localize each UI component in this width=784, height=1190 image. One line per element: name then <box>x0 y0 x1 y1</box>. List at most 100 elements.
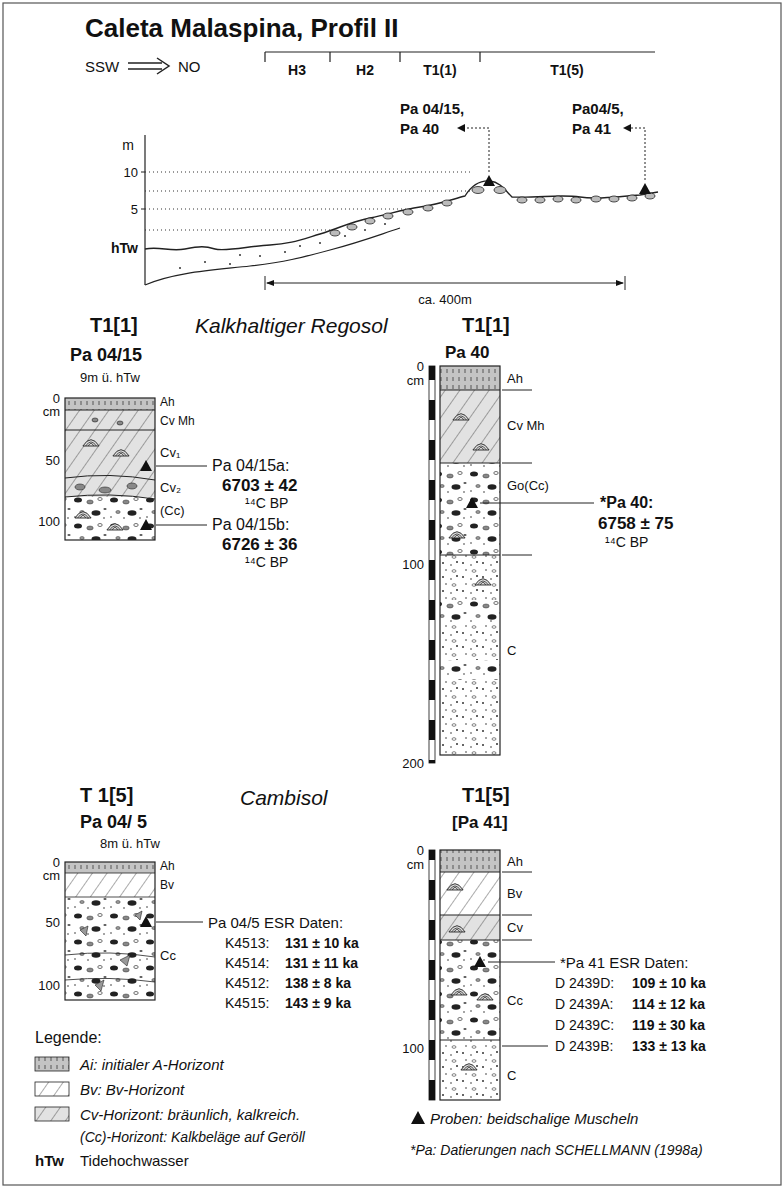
age-value: 119 ± 30 ka <box>632 1018 705 1032</box>
legend-text: Proben: beidschalige Muscheln <box>430 1111 638 1126</box>
axis-label: hTw <box>111 241 138 255</box>
age-unit: ¹⁴C BP <box>245 496 288 510</box>
legend-text: Cv-Horizont: bräunlich, kalkreich. <box>80 1107 300 1122</box>
depth-label: 0 <box>417 844 424 857</box>
age-value: 138 ± 8 ka <box>285 976 351 990</box>
depth-label: 100 <box>402 1042 424 1055</box>
direction-label: SSW <box>85 59 119 74</box>
age-unit: ¹⁴C BP <box>605 535 648 549</box>
esr-id: K4515: <box>225 996 269 1010</box>
horizon-label: Bv <box>507 887 522 900</box>
profile-heading: [Pa 41] <box>452 814 508 831</box>
sample-id: Pa 04/15b: <box>212 517 289 533</box>
horizon-label: Go(Cc) <box>507 479 549 492</box>
legend-symbol: hTw <box>35 1153 64 1168</box>
sample-label: Pa 04/15, <box>400 101 464 116</box>
source-note: *Pa: Datierungen nach SCHELLMANN (1998a) <box>410 1143 703 1157</box>
depth-label: cm <box>407 374 424 387</box>
section-heading: T 1[5] <box>80 785 133 805</box>
age-value: 143 ± 9 ka <box>285 996 351 1010</box>
age-value: 109 ± 10 ka <box>632 976 706 990</box>
depth-label: 0 <box>417 360 424 373</box>
sample-id: Pa 04/5 ESR Daten: <box>208 915 343 930</box>
esr-id: D 2439C: <box>555 1018 614 1032</box>
depth-label: 50 <box>46 916 60 929</box>
legend-text: (Cc)-Horizont: Kalkbeläge auf Geröll <box>80 1130 305 1144</box>
profile-heading: Pa 04/ 5 <box>80 813 147 831</box>
horizon-label: Ah <box>160 396 175 408</box>
dimension-label: ca. 400m <box>418 293 471 306</box>
depth-label: 50 <box>46 454 60 467</box>
horizon-label: Bv <box>160 879 174 891</box>
age-value: 6758 ± 75 <box>598 515 674 532</box>
legend-heading: Legende: <box>35 1030 102 1046</box>
horizon-label: Ah <box>160 860 175 872</box>
legend-text: Bv: Bv-Horizont <box>80 1082 184 1097</box>
horizon-label: C <box>507 644 516 657</box>
horizon-label: Ah <box>507 372 523 385</box>
legend-swatch <box>35 1082 69 1096</box>
sample-id: Pa 04/15a: <box>212 458 289 474</box>
terrace-label: H2 <box>356 63 374 77</box>
depth-label: 100 <box>38 979 60 992</box>
horizon-label: Cc <box>160 949 176 962</box>
depth-label: 0 <box>53 856 60 869</box>
legend-swatch <box>35 1107 69 1121</box>
horizon-label: (Cc) <box>160 504 185 517</box>
section-heading: T1[5] <box>462 785 510 805</box>
axis-label: m <box>122 138 134 152</box>
age-value: 114 ± 12 ka <box>632 997 705 1011</box>
horizon-label: C <box>507 1069 516 1082</box>
age-value: 131 ± 10 ka <box>285 936 359 950</box>
axis-label: 5 <box>131 203 138 216</box>
horizon-label: Cv <box>507 921 523 934</box>
sample-label: Pa 41 <box>572 121 611 136</box>
age-value: 131 ± 11 ka <box>285 956 358 970</box>
depth-label: cm <box>43 405 60 418</box>
horizon-label: Cv Mh <box>160 415 195 427</box>
sample-id: *Pa 40: <box>600 495 653 511</box>
depth-label: cm <box>43 869 60 882</box>
depth-label: 0 <box>53 392 60 405</box>
legend-swatch <box>35 1057 69 1071</box>
horizon-label: Cv₂ <box>160 481 181 494</box>
age-unit: ¹⁴C BP <box>245 555 288 569</box>
direction-label: NO <box>178 59 201 74</box>
sample-label: Pa04/5, <box>572 101 624 116</box>
depth-label: 100 <box>38 515 60 528</box>
terrace-label: H3 <box>288 63 306 77</box>
esr-id: D 2439B: <box>555 1039 613 1053</box>
age-value: 133 ± 13 ka <box>632 1039 706 1053</box>
soil-type: Kalkhaltiger Regosol <box>195 315 388 336</box>
diagram-title: Caleta Malaspina, Profil II <box>85 15 399 41</box>
esr-id: K4512: <box>225 976 269 990</box>
horizon-label: Cv₁ <box>160 446 180 459</box>
legend-text: Ai: initialer A-Horizont <box>80 1057 224 1072</box>
esr-id: D 2439D: <box>555 976 614 990</box>
depth-label: 200 <box>402 757 424 770</box>
sample-id: *Pa 41 ESR Daten: <box>560 955 688 970</box>
terrace-label: T1(5) <box>550 63 583 77</box>
esr-id: K4513: <box>225 936 269 950</box>
depth-label: 100 <box>402 558 424 571</box>
horizon-label: Cc <box>507 994 523 1007</box>
horizon-label: Cv Mh <box>507 419 545 432</box>
legend-swatch <box>411 1111 425 1124</box>
depth-label: cm <box>407 858 424 871</box>
profile-heading: Pa 40 <box>445 344 489 361</box>
section-heading: T1[1] <box>90 315 138 335</box>
height-note: 9m ü. hTw <box>80 371 140 384</box>
esr-id: D 2439A: <box>555 997 613 1011</box>
terrace-label: T1(1) <box>423 63 456 77</box>
sample-label: Pa 40 <box>400 121 439 136</box>
horizon-label: Ah <box>507 855 523 868</box>
esr-id: K4514: <box>225 956 269 970</box>
profile-heading: Pa 04/15 <box>70 346 142 364</box>
age-value: 6726 ± 36 <box>222 536 298 553</box>
legend-text: Tidehochwasser <box>80 1153 189 1168</box>
age-value: 6703 ± 42 <box>222 477 298 494</box>
height-note: 8m ü. hTw <box>100 837 160 850</box>
section-heading: T1[1] <box>462 315 510 335</box>
